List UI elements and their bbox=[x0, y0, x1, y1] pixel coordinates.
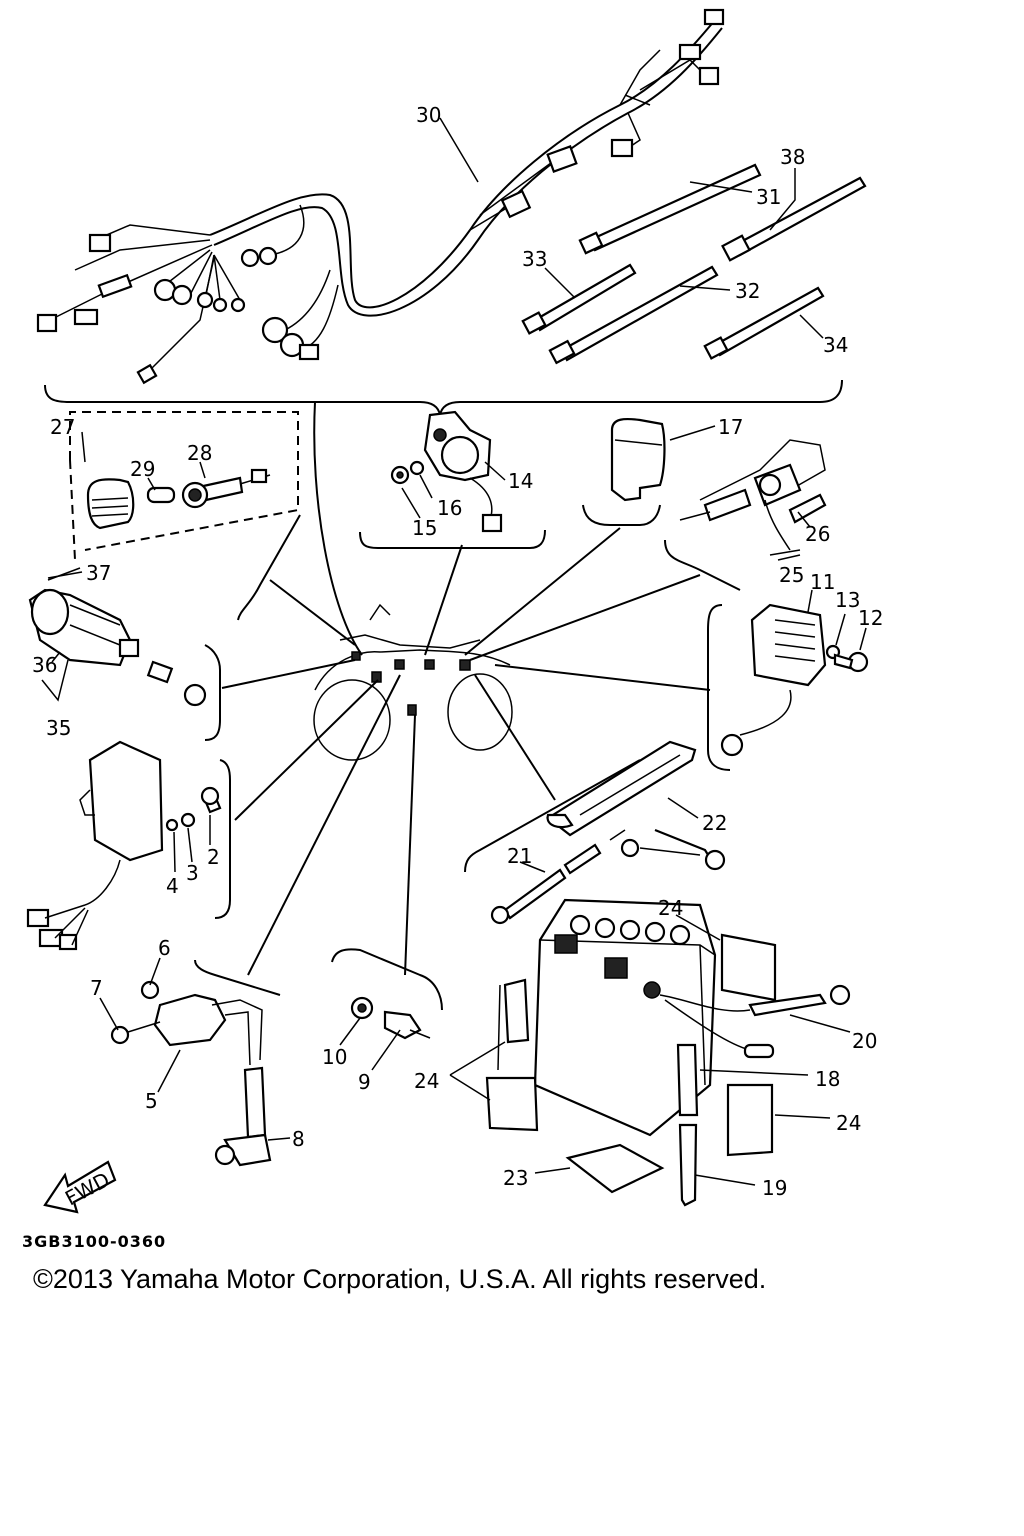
cdi-unit bbox=[26, 740, 231, 951]
vehicle-outline bbox=[313, 603, 513, 761]
kit-27 bbox=[69, 411, 301, 621]
callout-11: 11 bbox=[810, 570, 835, 594]
rectifier-11 bbox=[707, 603, 869, 771]
callout-6: 6 bbox=[158, 936, 171, 960]
callout-23: 23 bbox=[503, 1166, 528, 1190]
cable-ties bbox=[521, 163, 867, 365]
drawing-code: 3GB3100-0360 bbox=[22, 1232, 167, 1251]
callout-34: 34 bbox=[823, 333, 848, 357]
callout-36: 36 bbox=[32, 653, 57, 677]
callout-12: 12 bbox=[858, 606, 883, 630]
main-switch-35 bbox=[28, 567, 221, 741]
callout-8: 8 bbox=[292, 1127, 305, 1151]
callout-35: 35 bbox=[46, 716, 71, 740]
callout-29: 29 bbox=[130, 457, 155, 481]
fuse-holder-25 bbox=[664, 439, 827, 591]
callout-22: 22 bbox=[702, 811, 727, 835]
fwd-arrow: FWD bbox=[43, 1160, 117, 1214]
callout-19: 19 bbox=[762, 1176, 787, 1200]
callout-26: 26 bbox=[805, 522, 830, 546]
callout-24b: 24 bbox=[414, 1069, 439, 1093]
callout-3: 3 bbox=[186, 861, 199, 885]
callout-31: 31 bbox=[756, 185, 781, 209]
leader-lines bbox=[221, 401, 711, 976]
callout-20: 20 bbox=[852, 1029, 877, 1053]
callout-28: 28 bbox=[187, 441, 212, 465]
callout-leaders bbox=[41, 117, 867, 1186]
callout-17: 17 bbox=[718, 415, 743, 439]
callout-37: 37 bbox=[86, 561, 111, 585]
callout-14: 14 bbox=[508, 469, 533, 493]
callout-21: 21 bbox=[507, 844, 532, 868]
callout-4: 4 bbox=[166, 874, 179, 898]
battery-cable-21 bbox=[490, 828, 726, 925]
callout-9: 9 bbox=[358, 1070, 371, 1094]
callout-25: 25 bbox=[779, 563, 804, 587]
harness-brace bbox=[44, 379, 843, 416]
callout-30: 30 bbox=[416, 103, 441, 127]
neutral-switch bbox=[331, 948, 443, 1040]
callout-24a: 24 bbox=[658, 896, 683, 920]
callout-15: 15 bbox=[412, 516, 437, 540]
callout-labels: 30 38 31 33 32 34 27 28 29 17 14 16 15 2… bbox=[32, 103, 883, 1200]
callout-10: 10 bbox=[322, 1045, 347, 1069]
callout-5: 5 bbox=[145, 1089, 158, 1113]
ignition-coil bbox=[110, 959, 281, 1167]
battery-band-22 bbox=[464, 740, 697, 873]
starter-relay-group bbox=[359, 410, 546, 549]
callout-24c: 24 bbox=[836, 1111, 861, 1135]
callout-38: 38 bbox=[780, 145, 805, 169]
callout-16: 16 bbox=[437, 496, 462, 520]
callout-2: 2 bbox=[207, 845, 220, 869]
callout-7: 7 bbox=[90, 976, 103, 1000]
wire-harness bbox=[36, 8, 725, 385]
callout-18: 18 bbox=[815, 1067, 840, 1091]
battery-group bbox=[485, 898, 851, 1207]
callout-27: 27 bbox=[50, 415, 75, 439]
callout-32: 32 bbox=[735, 279, 760, 303]
cover-17 bbox=[582, 417, 666, 526]
copyright-notice: ©2013 Yamaha Motor Corporation, U.S.A. A… bbox=[33, 1264, 767, 1294]
callout-33: 33 bbox=[522, 247, 547, 271]
callout-13: 13 bbox=[835, 588, 860, 612]
